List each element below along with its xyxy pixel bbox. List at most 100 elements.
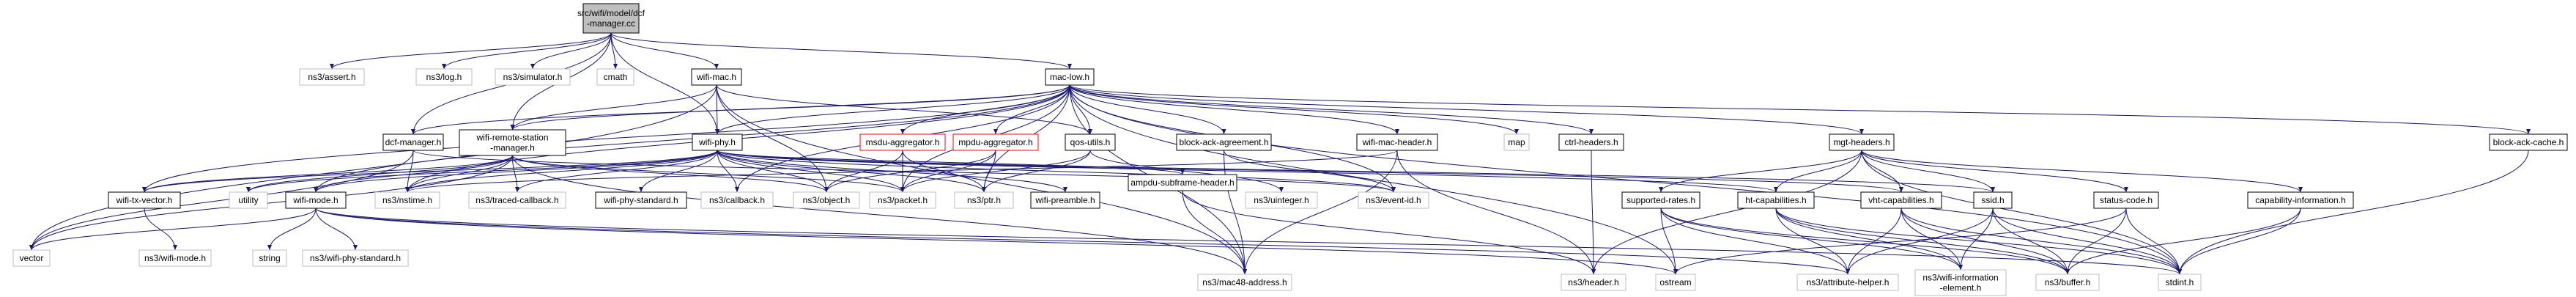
- node-string[interactable]: string: [252, 249, 287, 267]
- node-vhtcap[interactable]: vht-capabilities.h: [1860, 191, 1942, 209]
- edge-mpdu-to-ptr: [982, 150, 996, 193]
- node-attr[interactable]: ns3/attribute-helper.h: [1796, 274, 1899, 291]
- node-bag-box: [1176, 133, 1272, 151]
- node-wpre[interactable]: wifi-preamble.h: [1030, 191, 1100, 209]
- edge-wifimac-to-mac48: [716, 84, 1247, 275]
- edge-wifiphy-to-event: [717, 150, 1396, 193]
- edge-wmode-to-ostream: [315, 208, 1678, 275]
- node-root-box: [582, 3, 640, 34]
- node-wmode[interactable]: wifi-mode.h: [285, 191, 347, 209]
- edge-wmh-to-mac48: [1243, 150, 1398, 275]
- node-log-label: ns3/log.h: [426, 72, 462, 82]
- node-nwps[interactable]: ns3/wifi-phy-standard.h: [302, 249, 409, 267]
- node-nstime-box: [374, 191, 440, 209]
- edge-mgt-to-htcap: [1774, 150, 1862, 193]
- node-packet[interactable]: ns3/packet.h: [869, 191, 936, 209]
- node-event-box: [1358, 191, 1429, 209]
- edge-wmode-to-vector: [29, 208, 317, 251]
- node-ssid-label: ssid.h: [1981, 195, 2004, 205]
- edge-qos-to-uint: [1089, 150, 1284, 193]
- node-wifiphy[interactable]: wifi-phy.h: [692, 133, 743, 151]
- edge-bac-to-stdint: [2177, 150, 2529, 275]
- node-wmh[interactable]: wifi-mac-header.h: [1356, 133, 1438, 151]
- node-status[interactable]: status-code.h: [2093, 191, 2159, 209]
- node-wtxv[interactable]: wifi-tx-vector.h: [108, 191, 181, 209]
- node-srates[interactable]: supported-rates.h: [1621, 191, 1700, 209]
- edge-mgt-to-srates: [1659, 150, 1862, 193]
- node-ampdu[interactable]: ampdu-subframe-header.h: [1128, 174, 1237, 191]
- edge-wifimac-to-wrsm: [510, 84, 717, 131]
- node-map[interactable]: map: [1503, 133, 1530, 151]
- node-wmode-box: [285, 191, 347, 209]
- node-htcap-label: ht-capabilities.h: [1745, 195, 1806, 205]
- node-ssid[interactable]: ssid.h: [1973, 191, 2013, 209]
- node-cmath[interactable]: cmath: [596, 68, 634, 86]
- node-tcb[interactable]: ns3/traced-callback.h: [468, 191, 566, 209]
- node-wifimac[interactable]: wifi-mac.h: [691, 68, 742, 86]
- node-mpdu[interactable]: mpdu-aggregator.h: [952, 133, 1039, 151]
- edge-maclow-to-mpdu: [993, 84, 1070, 135]
- edge-status-to-ostream: [1673, 208, 2127, 275]
- edge-wmh-to-header: [1396, 150, 1596, 275]
- node-stdint[interactable]: stdint.h: [2158, 274, 2202, 291]
- edge-ampdu-to-mac48: [1182, 190, 1247, 275]
- node-object[interactable]: ns3/object.h: [793, 191, 860, 209]
- node-header-box: [1561, 274, 1626, 291]
- edge-wmode-to-attr: [315, 208, 1850, 275]
- node-dcfmanager[interactable]: dcf-manager.h: [382, 133, 444, 151]
- node-mpdu-label: mpdu-aggregator.h: [958, 137, 1032, 147]
- node-wpre-label: wifi-preamble.h: [1035, 195, 1095, 205]
- node-mac48[interactable]: ns3/mac48-address.h: [1197, 274, 1292, 291]
- node-nwps-box: [302, 249, 409, 267]
- node-htcap[interactable]: ht-capabilities.h: [1737, 191, 1815, 209]
- node-vector[interactable]: vector: [12, 249, 51, 267]
- node-maclow[interactable]: mac-low.h: [1045, 68, 1095, 86]
- node-capinfo[interactable]: capability-information.h: [2247, 191, 2354, 209]
- edge-ssid-to-buffer: [1992, 208, 2070, 275]
- node-wrsm[interactable]: wifi-remote-station-manager.h: [459, 129, 566, 156]
- node-ptr-box: [954, 191, 1014, 209]
- node-buffer[interactable]: ns3/buffer.h: [2035, 274, 2100, 291]
- edge-ssid-to-wie: [1958, 208, 1994, 271]
- node-utility[interactable]: utility: [229, 191, 268, 209]
- node-msdu[interactable]: msdu-aggregator.h: [859, 133, 946, 151]
- node-event-label: ns3/event-id.h: [1366, 195, 1421, 205]
- node-assert[interactable]: ns3/assert.h: [299, 68, 365, 86]
- node-status-box: [2093, 191, 2159, 209]
- node-ctrl[interactable]: ctrl-headers.h: [1558, 133, 1624, 151]
- node-ptr[interactable]: ns3/ptr.h: [954, 191, 1014, 209]
- node-bac[interactable]: block-ack-cache.h: [2489, 133, 2568, 151]
- edge-root-to-log: [442, 32, 612, 70]
- node-simulator-label: ns3/simulator.h: [503, 72, 563, 82]
- node-msdu-label: msdu-aggregator.h: [866, 137, 940, 147]
- edge-srates-to-buffer: [1660, 208, 2070, 275]
- node-vector-label: vector: [20, 253, 44, 263]
- node-object-box: [793, 191, 860, 209]
- edge-htcap-to-wie: [1775, 208, 1963, 271]
- node-log[interactable]: ns3/log.h: [415, 68, 473, 86]
- node-wps[interactable]: wifi-phy-standard.h: [595, 191, 687, 209]
- node-bag[interactable]: block-ack-agreement.h: [1176, 133, 1272, 151]
- node-wie[interactable]: ns3/wifi-information-element.h: [1914, 269, 2007, 296]
- node-uint[interactable]: ns3/uinteger.h: [1245, 191, 1318, 209]
- node-wifiphy-box: [692, 133, 743, 151]
- node-nstime[interactable]: ns3/nstime.h: [374, 191, 440, 209]
- node-ostream[interactable]: ostream: [1655, 274, 1696, 291]
- node-qos[interactable]: qos-utils.h: [1065, 133, 1116, 151]
- node-uint-label: ns3/uinteger.h: [1254, 195, 1309, 205]
- node-nwmode[interactable]: ns3/wifi-mode.h: [138, 249, 212, 267]
- edge-srates-to-wie: [1660, 208, 1963, 271]
- edge-maclow-to-bag: [1069, 84, 1226, 135]
- node-mgt[interactable]: mgt-headers.h: [1829, 133, 1895, 151]
- edge-wmh-to-nstime: [405, 150, 1398, 193]
- node-header[interactable]: ns3/header.h: [1561, 274, 1626, 291]
- edge-root-to-simulator: [530, 32, 612, 70]
- node-event[interactable]: ns3/event-id.h: [1358, 191, 1429, 209]
- node-simulator[interactable]: ns3/simulator.h: [495, 68, 571, 86]
- node-ampdu-label: ampdu-subframe-header.h: [1130, 177, 1234, 188]
- edge-wifiphy-to-htcap: [717, 150, 1778, 193]
- node-qos-label: qos-utils.h: [1070, 137, 1111, 147]
- node-callback[interactable]: ns3/callback.h: [700, 191, 774, 209]
- edge-dcfmanager-to-vector: [29, 150, 414, 251]
